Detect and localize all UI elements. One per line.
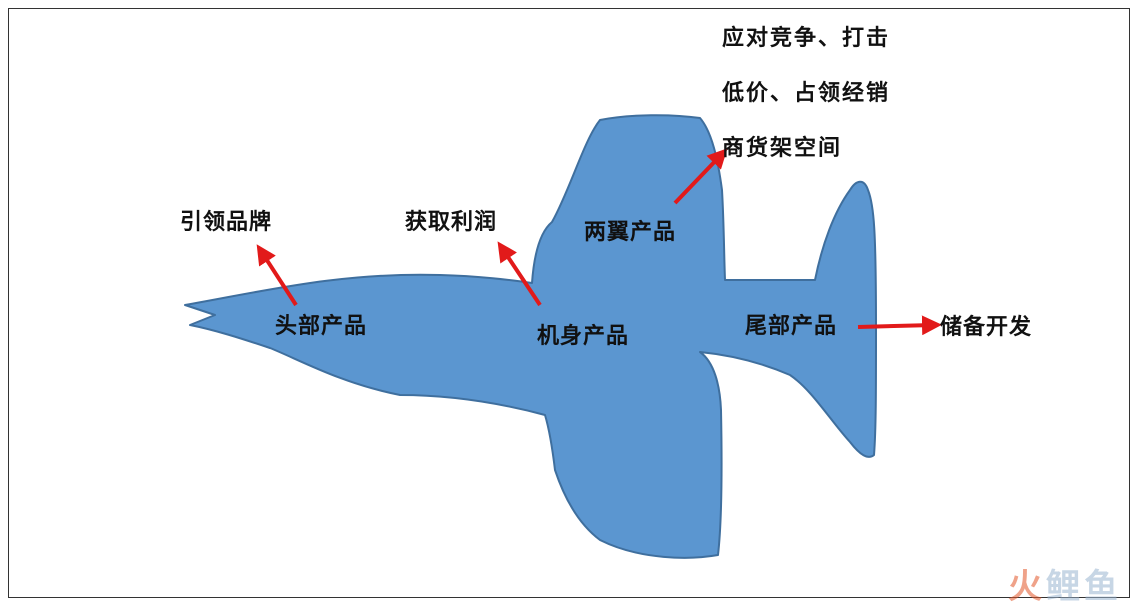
- watermark-part1: 火: [1008, 567, 1046, 607]
- label-get-profit: 获取利润: [405, 210, 498, 235]
- arrow-body-product: [497, 241, 542, 307]
- wing-note-line: 应对竞争、打击: [722, 26, 891, 51]
- arrow-wings-product: [673, 148, 728, 205]
- label-tail-product: 尾部产品: [745, 314, 838, 339]
- wing-note: 应对竞争、打击 低价、占领经销 商货架空间: [722, 28, 890, 193]
- label-reserve-dev: 储备开发: [940, 315, 1033, 340]
- label-body-product: 机身产品: [537, 324, 630, 349]
- wing-note-line: 低价、占领经销: [722, 81, 891, 106]
- watermark-part2: 鲤鱼: [1046, 567, 1122, 607]
- arrow-tail-product: [857, 315, 942, 336]
- label-lead-brand: 引领品牌: [180, 210, 273, 235]
- airplane-shape: [184, 114, 877, 559]
- wing-note-line: 商货架空间: [722, 136, 843, 161]
- watermark-logo: 火鲤鱼: [1008, 570, 1122, 604]
- arrow-head-product: [256, 244, 298, 307]
- label-wings-product: 两翼产品: [584, 220, 677, 245]
- label-head-product: 头部产品: [275, 314, 368, 339]
